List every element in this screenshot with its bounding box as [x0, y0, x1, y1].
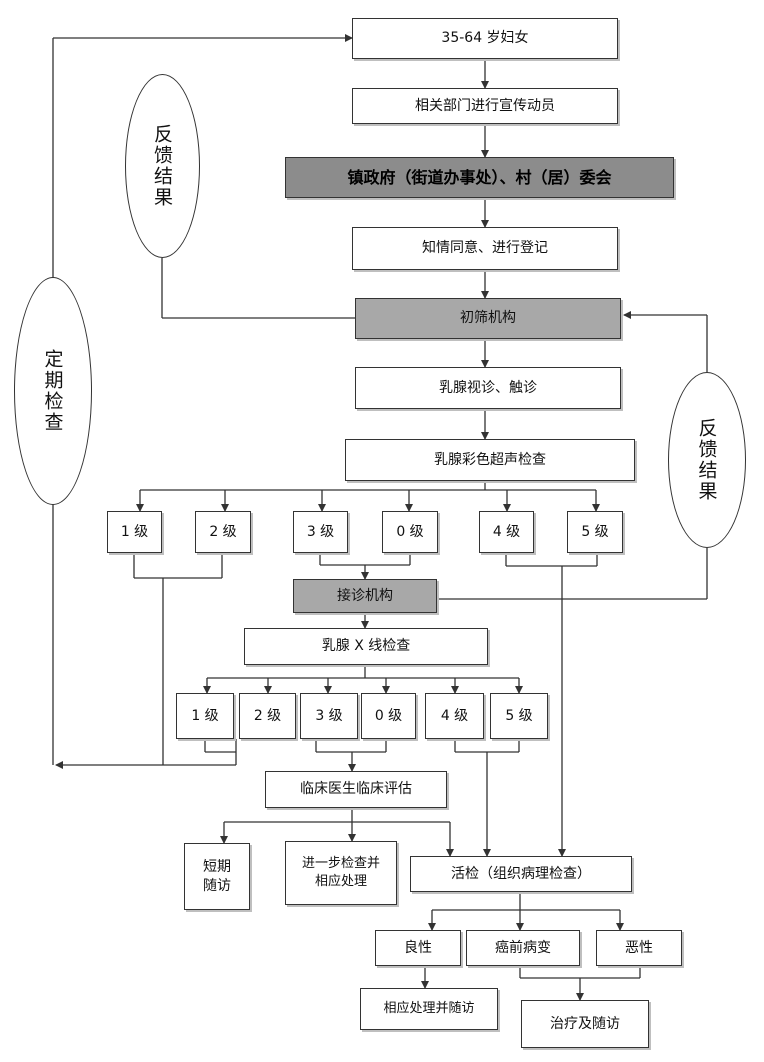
feedback-oval-top: 反馈结果: [125, 74, 200, 258]
target-women-node: 35-64 岁妇女: [352, 18, 618, 59]
short-term-followup-line1: 短期: [203, 858, 231, 875]
xray-grade-0: 0 级: [361, 693, 416, 739]
referral-institution-node: 接诊机构: [293, 579, 437, 613]
xray-grade-1: 1 级: [176, 693, 234, 739]
malignant-node: 恶性: [596, 930, 682, 966]
xray-grade-5: 5 级: [490, 693, 548, 739]
xray-grade-2: 2 级: [239, 693, 296, 739]
initial-screening-node: 初筛机构: [355, 298, 621, 339]
benign-node: 良性: [375, 930, 461, 966]
periodic-check-oval-label: 定期检查: [41, 349, 64, 433]
us-grade-5: 5 级: [567, 511, 623, 553]
mammography-node: 乳腺 X 线检查: [244, 628, 488, 665]
short-term-followup-node: 短期 随访: [184, 843, 250, 910]
clinical-breast-exam-node: 乳腺视诊、触诊: [355, 367, 621, 409]
further-exam-node: 进一步检查并 相应处理: [285, 841, 397, 905]
short-term-followup-line2: 随访: [203, 877, 231, 894]
treatment-followup-node: 治疗及随访: [521, 1000, 649, 1048]
xray-grade-4: 4 级: [425, 693, 484, 739]
us-grade-0: 0 级: [382, 511, 438, 553]
us-grade-4: 4 级: [479, 511, 534, 553]
precancerous-lesion-node: 癌前病变: [466, 930, 580, 966]
feedback-oval-right-label: 反馈结果: [695, 418, 718, 502]
breast-ultrasound-node: 乳腺彩色超声检查: [345, 439, 635, 481]
us-grade-1: 1 级: [107, 511, 162, 553]
further-exam-line2: 相应处理: [314, 874, 367, 889]
us-grade-2: 2 级: [195, 511, 251, 553]
consent-registration-node: 知情同意、进行登记: [352, 227, 618, 270]
government-node: 镇政府（街道办事处）、村（居）委会: [285, 157, 674, 198]
publicity-node: 相关部门进行宣传动员: [352, 88, 618, 124]
biopsy-node: 活检（组织病理检查）: [410, 856, 632, 892]
xray-grade-3: 3 级: [300, 693, 358, 739]
further-exam-line1: 进一步检查并: [301, 856, 380, 872]
benign-followup-node: 相应处理并随访: [360, 988, 498, 1030]
feedback-oval-top-label: 反馈结果: [151, 124, 173, 208]
us-grade-3: 3 级: [293, 511, 348, 553]
clinical-evaluation-node: 临床医生临床评估: [265, 771, 447, 808]
periodic-check-oval: 定期检查: [14, 277, 92, 505]
feedback-oval-right: 反馈结果: [668, 372, 746, 548]
